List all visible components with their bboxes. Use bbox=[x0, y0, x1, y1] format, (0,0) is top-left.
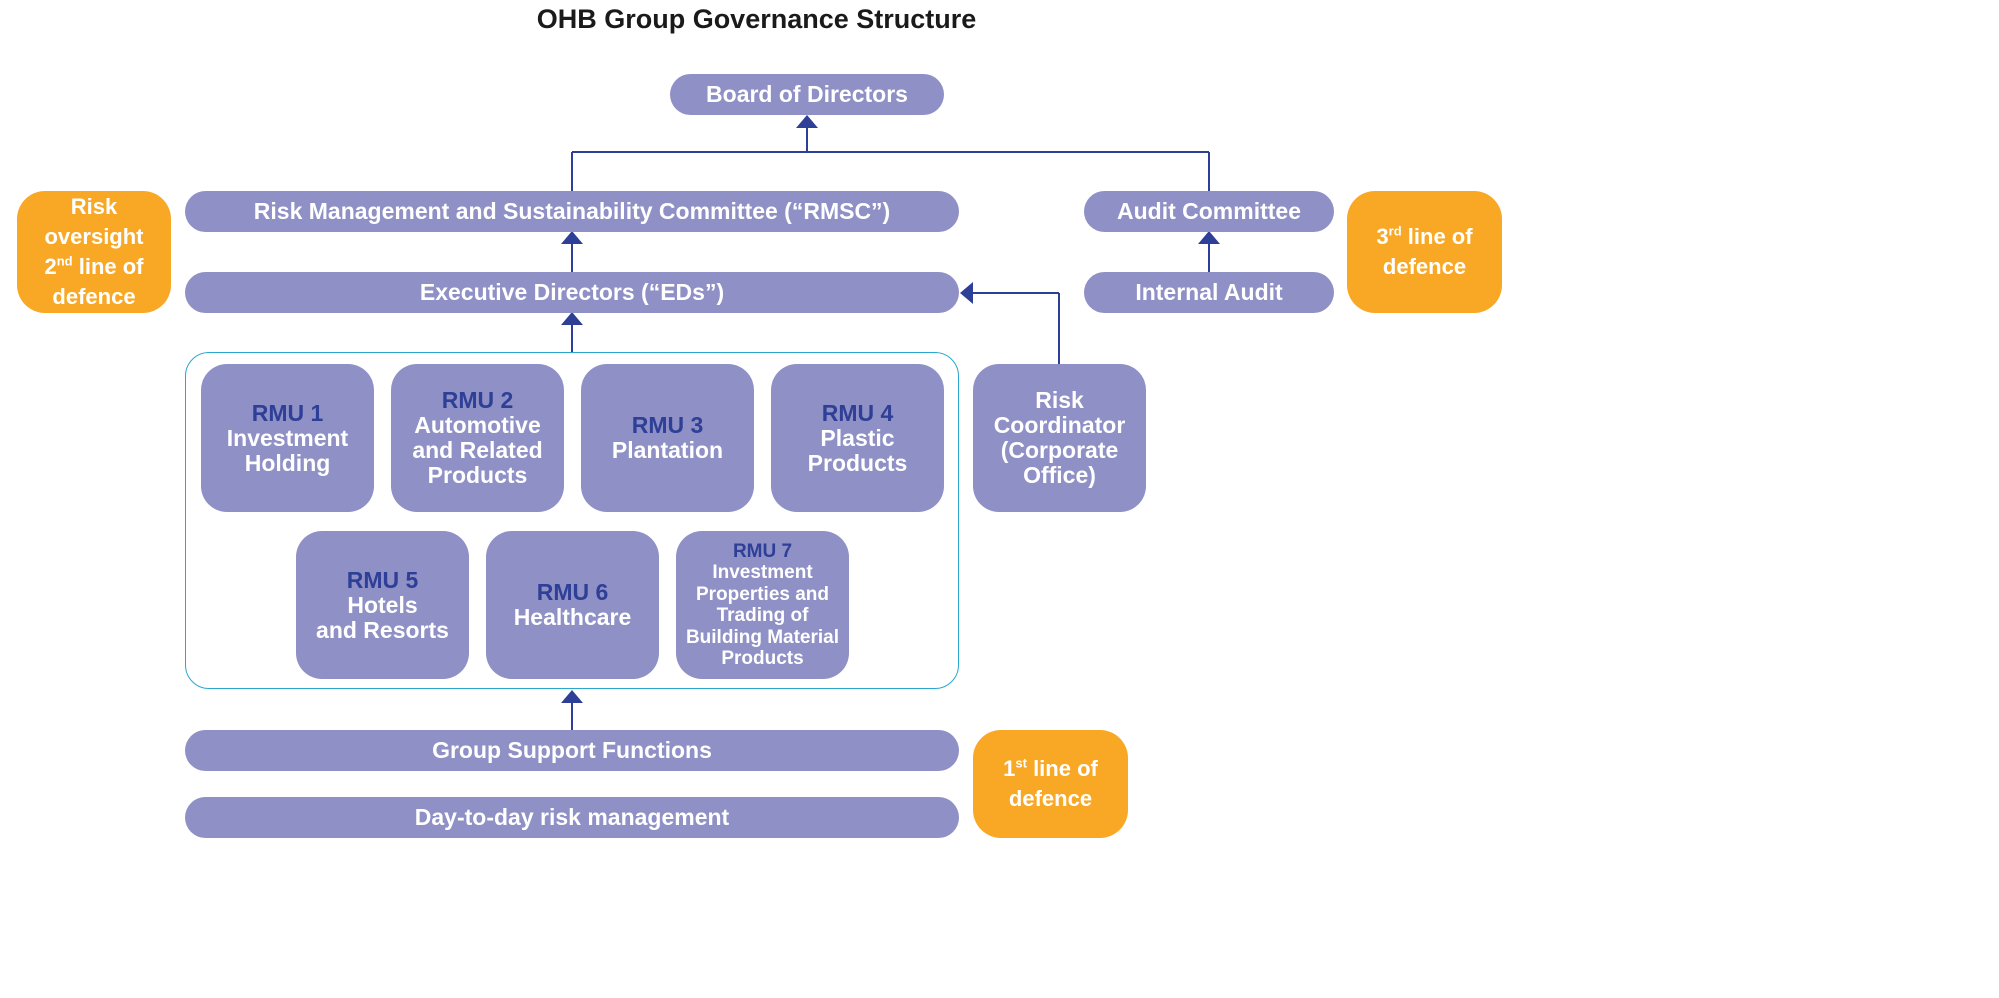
executive-directors: Executive Directors (“EDs”) bbox=[185, 272, 959, 313]
arrowhead bbox=[796, 115, 818, 128]
rmu-card-5: RMU 5 Hotels and Resorts bbox=[296, 531, 469, 679]
risk-coordinator-line: Risk bbox=[1035, 387, 1084, 413]
rmu-label-line: and Related bbox=[412, 437, 543, 463]
risk-oversight-second-line: Risk oversight 2nd line of defence bbox=[17, 191, 171, 313]
rmsc-committee: Risk Management and Sustainability Commi… bbox=[185, 191, 959, 232]
first-line-of-defence: 1st line of defence bbox=[973, 730, 1128, 838]
day-to-day-risk-management: Day-to-day risk management bbox=[185, 797, 959, 838]
board-of-directors: Board of Directors bbox=[670, 74, 944, 115]
rmu-label-line: Automotive bbox=[414, 412, 541, 438]
rmu-label-line: Trading of bbox=[716, 605, 809, 626]
risk-coordinator-line: Coordinator bbox=[993, 412, 1126, 438]
rmu-code: RMU 5 bbox=[346, 566, 419, 593]
group-support-functions: Group Support Functions bbox=[185, 730, 959, 771]
arrowhead bbox=[1198, 231, 1220, 244]
rmu-label-line: Plantation bbox=[611, 437, 724, 463]
arrowhead bbox=[561, 690, 583, 703]
third-line-label: 3rd line of bbox=[1376, 223, 1473, 249]
rmu-label-line: Plastic bbox=[820, 424, 895, 451]
arrowhead bbox=[561, 231, 583, 244]
internal-audit: Internal Audit bbox=[1084, 272, 1334, 313]
risk-coordinator-line: Office) bbox=[1023, 462, 1096, 488]
rmu-code: RMU 2 bbox=[441, 387, 514, 413]
risk-oversight-line2: oversight bbox=[44, 224, 144, 249]
rmu-card-7: RMU 7 Investment Properties and Trading … bbox=[676, 531, 849, 679]
risk-oversight-line1: Risk bbox=[70, 194, 118, 219]
risk-oversight-line3: 2nd line of bbox=[44, 253, 144, 279]
rmu-label-line: Holding bbox=[244, 449, 331, 476]
rmu-code: RMU 7 bbox=[732, 540, 793, 562]
rmu-label-line: Building Material bbox=[685, 626, 840, 648]
audit-committee: Audit Committee bbox=[1084, 191, 1334, 232]
rmu-code: RMU 1 bbox=[251, 399, 324, 426]
rmu-label-line: Products bbox=[721, 648, 804, 669]
rmu-group-frame bbox=[185, 352, 959, 689]
arrowhead bbox=[960, 282, 973, 304]
rmu-label-line: Healthcare bbox=[513, 604, 632, 630]
diagram-title: OHB Group Governance Structure bbox=[536, 4, 977, 34]
rmu-label-line: Products bbox=[427, 462, 528, 488]
risk-coordinator: Risk Coordinator (Corporate Office) bbox=[973, 364, 1146, 512]
rmu-card-4: RMU 4 Plastic Products bbox=[771, 364, 944, 512]
rmu-label-line: Properties and bbox=[695, 583, 830, 605]
rmu-code: RMU 3 bbox=[631, 412, 704, 438]
risk-oversight-line4: defence bbox=[52, 284, 136, 309]
arrowhead bbox=[561, 312, 583, 325]
rmu-label-line: and Resorts bbox=[316, 616, 449, 643]
first-line-label-2: defence bbox=[1008, 786, 1093, 811]
rmu-code: RMU 4 bbox=[821, 399, 894, 426]
rmu-label-line: Products bbox=[807, 449, 908, 476]
rmu-card-6: RMU 6 Healthcare bbox=[486, 531, 659, 679]
third-line-label-2: defence bbox=[1382, 254, 1467, 279]
first-line-label: 1st line of bbox=[1003, 755, 1098, 781]
rmu-label-line: Investment bbox=[712, 562, 813, 583]
rmu-card-2: RMU 2 Automotive and Related Products bbox=[391, 364, 564, 512]
third-line-of-defence: 3rd line of defence bbox=[1347, 191, 1502, 313]
rmu-label-line: Hotels bbox=[347, 591, 418, 618]
rmu-label-line: Investment bbox=[226, 424, 349, 451]
rmu-code: RMU 6 bbox=[536, 579, 609, 605]
rmu-card-3: RMU 3 Plantation bbox=[581, 364, 754, 512]
rmu-card-1: RMU 1 Investment Holding bbox=[201, 364, 374, 512]
risk-coordinator-line: (Corporate bbox=[1000, 437, 1119, 463]
